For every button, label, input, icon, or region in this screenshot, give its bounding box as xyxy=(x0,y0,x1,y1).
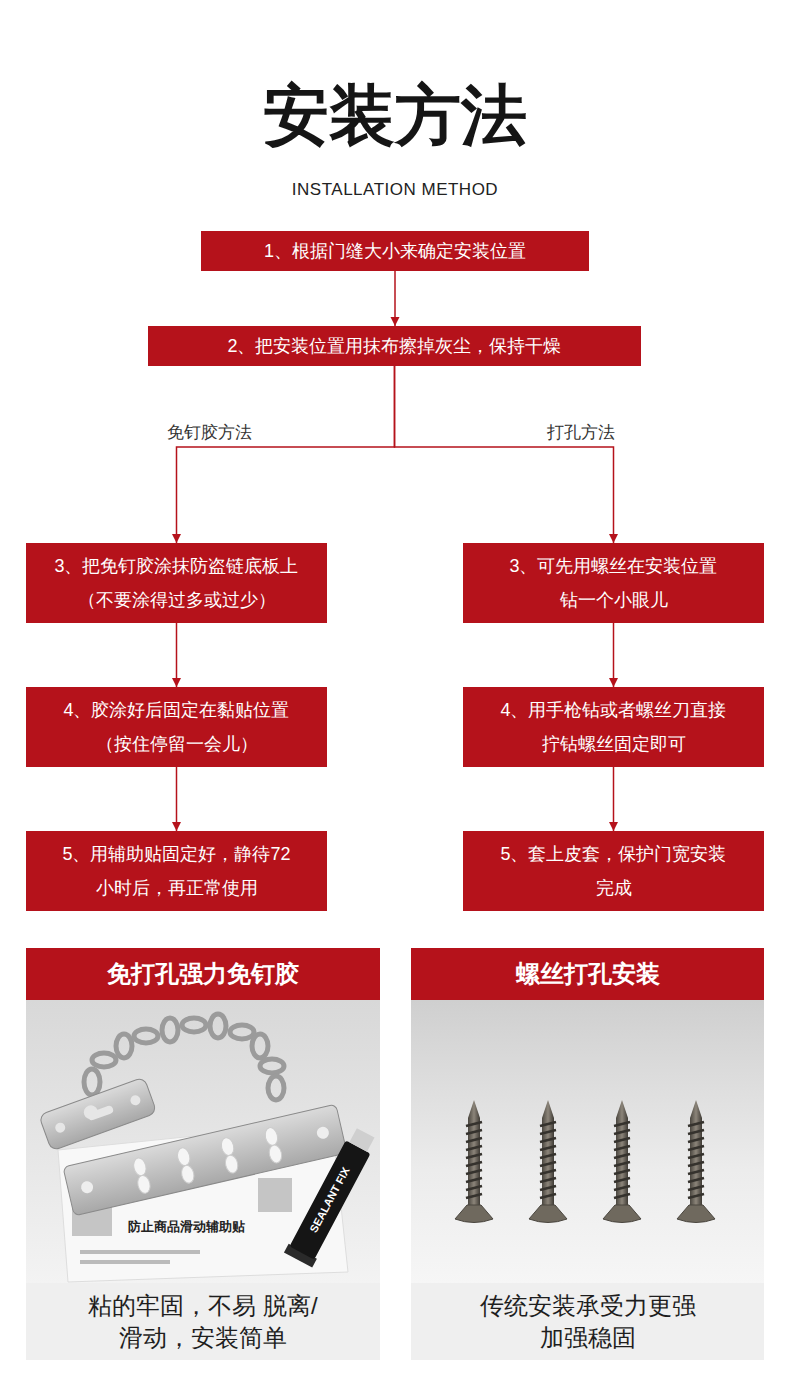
process-box: 2、把安装位置用抹布擦掉灰尘，保持干燥 xyxy=(148,326,641,366)
connector xyxy=(609,767,618,831)
connector xyxy=(391,271,400,326)
process-box: 4、用手枪钻或者螺丝刀直接 拧钻螺丝固定即可 xyxy=(463,687,764,767)
step-text: 1、根据门缝大小来确定安装位置 xyxy=(264,234,526,268)
panel-caption: 粘的牢固，不易 脱离/滑动，安装简单 xyxy=(26,1283,380,1360)
panel-caption: 传统安装承受力更强 加强稳固 xyxy=(411,1283,764,1360)
branch-label: 免钉胶方法 xyxy=(165,423,254,443)
connector xyxy=(395,366,619,543)
step-text: 5、套上皮套，保护门宽安装 完成 xyxy=(484,837,744,905)
connector-line xyxy=(613,767,615,831)
arrow-head xyxy=(172,678,181,687)
arrow-head xyxy=(172,822,181,831)
panel-header: 螺丝打孔安装 xyxy=(411,948,764,1000)
connector-line xyxy=(176,623,178,687)
connector xyxy=(609,623,618,687)
title: 安装方法 xyxy=(263,76,527,154)
arrow-head xyxy=(609,822,618,831)
process-box: 5、套上皮套，保护门宽安装 完成 xyxy=(463,831,764,911)
connector-line xyxy=(613,623,615,687)
step-text: 3、把免钉胶涂抹防盗链底板上 （不要涂得过多或过少） xyxy=(34,549,319,617)
product-panel: 免打孔强力免钉胶粘的牢固，不易 脱离/滑动，安装简单 xyxy=(26,948,380,1360)
photo-text: 防止商品滑动辅助贴 xyxy=(128,1219,245,1235)
process-box: 1、根据门缝大小来确定安装位置 xyxy=(201,231,589,271)
connector xyxy=(172,767,181,831)
process-box: 4、胶涂好后固定在黏贴位置 （按住停留一会儿） xyxy=(26,687,327,767)
panel-header: 免打孔强力免钉胶 xyxy=(26,948,380,1000)
arrow-head xyxy=(609,534,618,543)
arrow-head xyxy=(172,534,181,543)
subtitle: INSTALLATION METHOD xyxy=(292,180,498,200)
process-box: 3、可先用螺丝在安装位置 钻一个小眼儿 xyxy=(463,543,764,623)
process-box: 3、把免钉胶涂抹防盗链底板上 （不要涂得过多或过少） xyxy=(26,543,327,623)
step-text: 5、用辅助贴固定好，静待72 小时后，再正常使用 xyxy=(47,837,307,905)
step-text: 4、用手枪钻或者螺丝刀直接 拧钻螺丝固定即可 xyxy=(484,693,744,761)
connector xyxy=(172,366,395,543)
step-text: 2、把安装位置用抹布擦掉灰尘，保持干燥 xyxy=(227,329,561,363)
step-text: 4、胶涂好后固定在黏贴位置 （按住停留一会儿） xyxy=(47,693,307,761)
product-panel: 螺丝打孔安装传统安装承受力更强 加强稳固 xyxy=(411,948,764,1360)
arrow-head xyxy=(391,317,400,326)
step-text: 3、可先用螺丝在安装位置 钻一个小眼儿 xyxy=(484,549,744,617)
process-box: 5、用辅助贴固定好，静待72 小时后，再正常使用 xyxy=(26,831,327,911)
branch-label: 打孔方法 xyxy=(545,423,617,443)
connector-line xyxy=(176,767,178,831)
connector xyxy=(172,623,181,687)
connector-line xyxy=(395,366,614,543)
connector-line xyxy=(177,366,395,543)
arrow-head xyxy=(609,678,618,687)
